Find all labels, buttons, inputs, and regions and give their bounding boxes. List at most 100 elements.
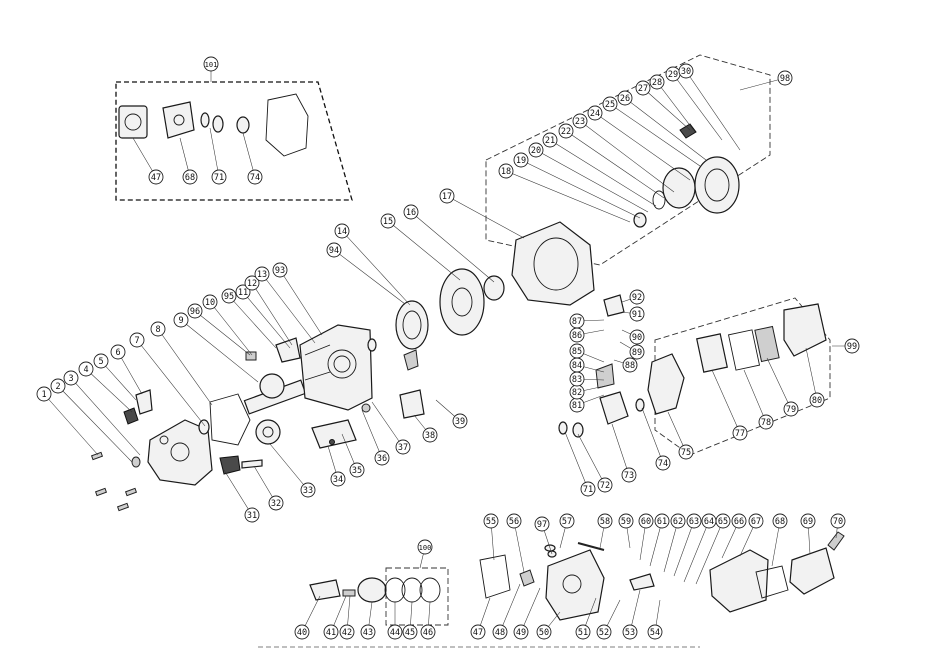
callout-number: 35 [352, 466, 362, 476]
callout-number: 30 [681, 67, 691, 77]
callout-bubble [387, 624, 403, 640]
starter-reel [662, 167, 696, 209]
callout-number: 88 [625, 361, 635, 371]
callout-c32: 32 [253, 465, 284, 511]
piston-ring-kit-box [385, 567, 449, 626]
leader-line [672, 73, 723, 141]
callout-c69: 69 [800, 513, 816, 555]
callout-number: 7 [134, 336, 139, 346]
callout-bubble [629, 306, 645, 322]
callout-c20: 20 [528, 142, 649, 213]
callout-number: 84 [572, 361, 582, 371]
callout-c82: 82 [569, 384, 606, 400]
callout-c71a: 71 [209, 127, 227, 185]
choke-linkage [595, 363, 615, 389]
callout-bubble [596, 624, 612, 640]
callout-number: 45 [405, 628, 415, 638]
callout-number: 52 [599, 628, 609, 638]
leader-line [136, 339, 206, 427]
fan-housing [511, 221, 595, 306]
callout-number: 63 [689, 517, 699, 527]
callout-bubble [649, 74, 665, 90]
recoil-starter [694, 156, 740, 214]
ignition-coil [399, 389, 425, 419]
callout-bubble [247, 169, 263, 185]
callout-bubble [36, 386, 52, 402]
callout-number: 6 [115, 348, 120, 358]
callout-bubble [655, 455, 671, 471]
muffler-heat-shield [709, 549, 769, 613]
crank-oil-seal [198, 419, 210, 435]
callout-c10: 10 [202, 294, 253, 356]
oil-drain-washer [361, 403, 371, 413]
leader-line [656, 81, 696, 133]
callout-number: 78 [761, 418, 771, 428]
callout-c43: 43 [360, 601, 376, 640]
callout-c89: 89 [619, 341, 645, 360]
leader-line [695, 520, 724, 585]
oil-seal [131, 456, 141, 468]
callout-number: 86 [572, 331, 582, 341]
callout-c11: 11 [235, 284, 291, 349]
callout-c17: 17 [439, 188, 525, 239]
callout-bubble [748, 513, 764, 529]
callout-number: 44 [390, 628, 400, 638]
callout-c71b: 71 [564, 431, 596, 497]
callout-number: 101 [205, 61, 218, 69]
callout-c1: 1 [36, 386, 99, 456]
callout-number: 61 [657, 517, 667, 527]
callout-bubble [203, 56, 219, 72]
callout-c88: 88 [613, 357, 638, 373]
callout-c99: 99 [832, 338, 860, 354]
starter-cup [633, 212, 647, 228]
callout-c63: 63 [673, 513, 702, 577]
head-gasket [479, 554, 511, 599]
callout-number: 43 [363, 628, 373, 638]
callout-c51: 51 [575, 597, 597, 640]
callout-c85: 85 [569, 343, 605, 363]
callout-c30: 30 [678, 63, 741, 151]
callout-bubble [542, 132, 558, 148]
callout-c15: 15 [380, 213, 461, 281]
gasket-kit-box [115, 81, 353, 201]
callout-number: 60 [641, 517, 651, 527]
callout-c74a: 74 [242, 132, 263, 185]
leader-line [564, 431, 589, 490]
callout-c57: 57 [559, 513, 575, 549]
callout-c61: 61 [649, 513, 670, 567]
drain-plug [329, 439, 335, 445]
leader-line [663, 520, 679, 573]
spark-plug-cap [403, 349, 419, 371]
callout-bubble [483, 513, 499, 529]
callout-c24: 24 [587, 105, 691, 181]
callout-number: 94 [329, 246, 339, 256]
leader-line [711, 369, 741, 434]
callout-number: 68 [775, 517, 785, 527]
callout-bubble [374, 450, 390, 466]
callout-number: 93 [275, 266, 285, 276]
callout-number: 46 [423, 628, 433, 638]
callout-c101: 101 [203, 56, 219, 82]
callout-number: 17 [442, 192, 452, 202]
callout-number: 54 [650, 628, 660, 638]
callout-number: 18 [501, 167, 511, 177]
leader-line [505, 170, 631, 223]
callout-bubble [783, 401, 799, 417]
callout-bubble [638, 513, 654, 529]
engine-block [299, 324, 373, 411]
callout-c29: 29 [665, 66, 723, 141]
leader-line [333, 249, 406, 305]
leader-line [611, 423, 630, 476]
callout-bubble [417, 539, 433, 555]
callout-c100: 100 [417, 539, 433, 569]
callout-number: 51 [578, 628, 588, 638]
callout-bubble [569, 313, 585, 329]
callout-c79: 79 [766, 357, 799, 417]
callout-number: 16 [406, 208, 416, 218]
leader-line [57, 385, 133, 463]
callout-number: 39 [455, 417, 465, 427]
callout-number: 66 [734, 517, 744, 527]
crankcase-gasket [209, 393, 251, 446]
callout-c58: 58 [597, 513, 613, 549]
callout-bubble [330, 471, 346, 487]
